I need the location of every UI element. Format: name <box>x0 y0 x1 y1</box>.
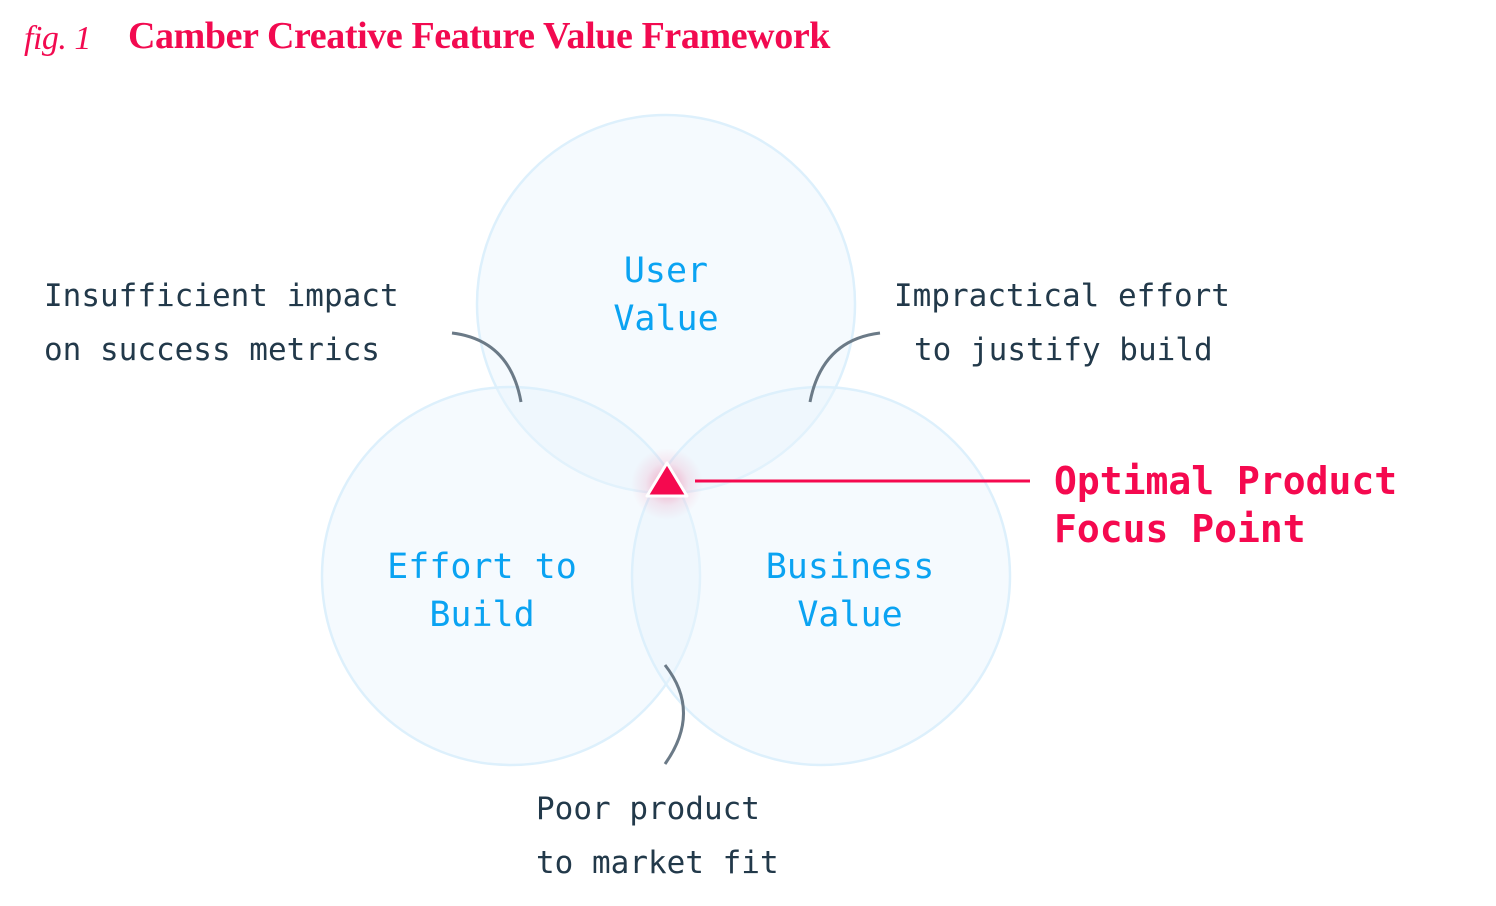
circle-label-effort-line-1: Effort to <box>387 547 577 587</box>
leader-line-bottom <box>663 664 685 765</box>
circle-label-user-value-line-1: User <box>623 251 709 291</box>
annotation-impractical-effort-line-1: Impractical effort <box>894 278 1230 314</box>
leader-line-left <box>451 331 523 403</box>
annotation-poor-market-fit-line-1: Poor product <box>536 791 760 827</box>
figure-title-text: Camber Creative Feature Value Framework <box>128 15 831 57</box>
circle-label-effort-line-2: Build <box>429 595 535 635</box>
circle-label-business-line-1: Business <box>765 547 935 587</box>
annotation-insufficient-impact-line-2: on success metrics <box>44 332 380 368</box>
focus-label-line-1: Optimal Product <box>1054 459 1398 503</box>
triangle-icon <box>645 461 689 498</box>
circle-effort-to-build <box>320 385 702 767</box>
annotation-impractical-effort-line-2: to justify build <box>914 332 1213 368</box>
circle-label-business-line-2: Value <box>797 595 903 635</box>
annotation-poor-market-fit-line-2: to market fit <box>536 845 779 881</box>
figure-number: fig. 1 <box>24 20 91 57</box>
annotation-insufficient-impact-line-1: Insufficient impact <box>44 278 399 314</box>
leader-line-right <box>808 331 881 403</box>
circle-label-user-value-line-2: Value <box>613 299 719 339</box>
focus-label-line-2: Focus Point <box>1054 507 1306 551</box>
